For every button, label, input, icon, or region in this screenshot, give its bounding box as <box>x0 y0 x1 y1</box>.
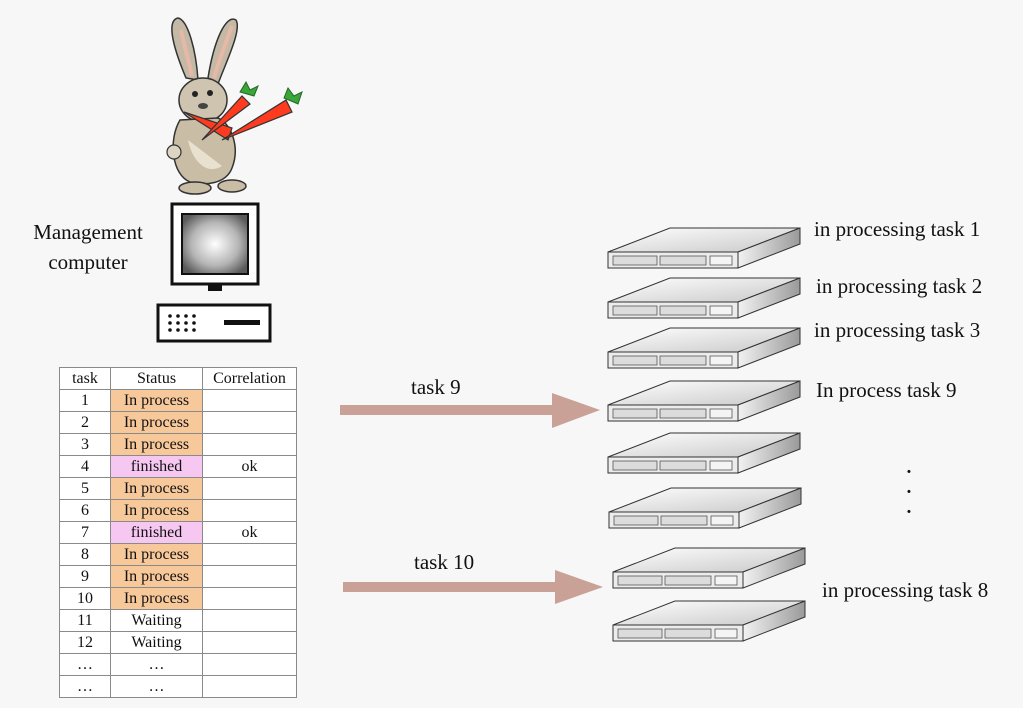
server-unit <box>612 600 806 642</box>
cell-status: finished <box>110 455 203 478</box>
cell-task: … <box>59 675 111 698</box>
cell-task: 3 <box>59 433 111 456</box>
server-stack <box>607 227 806 642</box>
cell-correlation <box>202 411 297 434</box>
cell-status: In process <box>110 587 203 610</box>
cell-correlation <box>202 609 297 632</box>
cell-correlation <box>202 675 297 698</box>
server-unit <box>607 380 801 422</box>
cell-task: 8 <box>59 543 111 566</box>
server-label-task9: In process task 9 <box>816 378 957 402</box>
management-label-line2: computer <box>48 250 128 274</box>
management-label-line1: Management <box>33 220 143 244</box>
cell-task: 6 <box>59 499 111 522</box>
server-unit <box>608 487 802 529</box>
header-task: task <box>59 367 111 390</box>
server-label-task3: in processing task 3 <box>814 318 981 342</box>
arrow-task9 <box>340 393 600 428</box>
server-unit <box>612 547 806 589</box>
cell-task: 9 <box>59 565 111 588</box>
cell-status: In process <box>110 433 203 456</box>
cell-task: 12 <box>59 631 111 654</box>
server-unit <box>607 227 801 269</box>
server-unit <box>607 277 801 319</box>
arrow-task10 <box>343 570 603 604</box>
cell-task: 7 <box>59 521 111 544</box>
cell-status: In process <box>110 411 203 434</box>
cell-status: … <box>110 653 203 676</box>
cell-correlation: ok <box>202 455 297 478</box>
table-header-row: task Status Correlation <box>59 367 297 390</box>
rabbit-illustration <box>166 17 303 195</box>
cell-correlation <box>202 433 297 456</box>
cell-correlation <box>202 653 297 676</box>
server-unit <box>607 327 801 369</box>
header-status: Status <box>110 367 203 390</box>
server-label-task8: in processing task 8 <box>822 578 989 602</box>
vertical-ellipsis: ··· <box>904 457 914 526</box>
cell-correlation <box>202 389 297 412</box>
arrow-label-task9: task 9 <box>411 375 461 399</box>
cell-status: In process <box>110 543 203 566</box>
table-row: …… <box>59 675 297 698</box>
server-label-task1: in processing task 1 <box>814 217 981 241</box>
cell-correlation <box>202 477 297 500</box>
cell-status: In process <box>110 477 203 500</box>
cell-correlation <box>202 499 297 522</box>
cell-task: … <box>59 653 111 676</box>
cell-task: 11 <box>59 609 111 632</box>
cell-task: 5 <box>59 477 111 500</box>
cell-correlation <box>202 543 297 566</box>
cell-task: 1 <box>59 389 111 412</box>
management-computer-label: Management computer <box>18 217 158 277</box>
cell-status: Waiting <box>110 609 203 632</box>
carrot-icon <box>183 80 303 141</box>
cell-task: 10 <box>59 587 111 610</box>
cell-status: … <box>110 675 203 698</box>
arrow-label-task10: task 10 <box>414 550 475 574</box>
cell-correlation <box>202 631 297 654</box>
server-unit <box>607 432 801 474</box>
cell-status: In process <box>110 389 203 412</box>
cell-correlation <box>202 587 297 610</box>
cell-status: In process <box>110 499 203 522</box>
cell-status: In process <box>110 565 203 588</box>
server-label-task2: in processing task 2 <box>816 274 983 298</box>
cell-status: finished <box>110 521 203 544</box>
cell-task: 4 <box>59 455 111 478</box>
header-correlation: Correlation <box>202 367 297 390</box>
table-row: …… <box>59 653 297 676</box>
cell-correlation: ok <box>202 521 297 544</box>
cell-status: Waiting <box>110 631 203 654</box>
computer-icon <box>156 202 272 343</box>
cell-correlation <box>202 565 297 588</box>
cell-task: 2 <box>59 411 111 434</box>
